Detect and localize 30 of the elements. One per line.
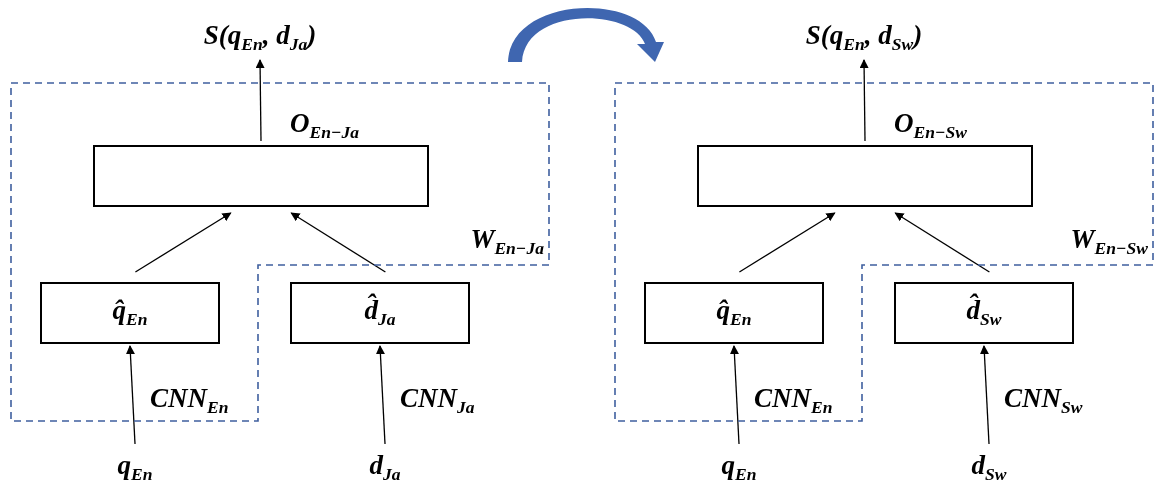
arrow [729,345,740,445]
process-box [644,282,824,344]
math-label: S(q$_{En}$, d$_{Ja}$) [203,22,317,54]
edge-label: CNN$_{Ja}$ [400,385,475,417]
weight-label: W$_{En−Ja}$ [470,226,544,258]
math-label: d$_{Sw}$ [971,452,1007,484]
edge-label: CNN$_{En}$ [754,385,833,417]
process-box [40,282,220,344]
weight-label: W$_{En−Sw}$ [1070,226,1148,258]
edge-label: CNN$_{En}$ [150,385,229,417]
process-box [894,282,1074,344]
arrow [738,212,836,273]
process-box [290,282,470,344]
math-label: d$_{Ja}$ [369,452,401,484]
math-label: q$_{En}$ [117,452,153,484]
arrow [134,212,232,273]
edge-label: O$_{En−Ja}$ [290,110,360,142]
edge-label: CNN$_{Sw}$ [1004,385,1083,417]
arrow [125,345,136,445]
vector-label: q̂$_{En}$ [112,297,148,329]
edge-label: O$_{En−Sw}$ [894,110,967,142]
process-box [697,145,1033,207]
arrow [375,345,386,445]
vector-label: q̂$_{En}$ [716,297,752,329]
arrow [979,345,990,445]
process-box [93,145,429,207]
math-label: S(q$_{En}$, d$_{Sw}$) [805,22,923,54]
math-label: q$_{En}$ [721,452,757,484]
arrow [255,59,265,142]
arrow [859,59,869,142]
